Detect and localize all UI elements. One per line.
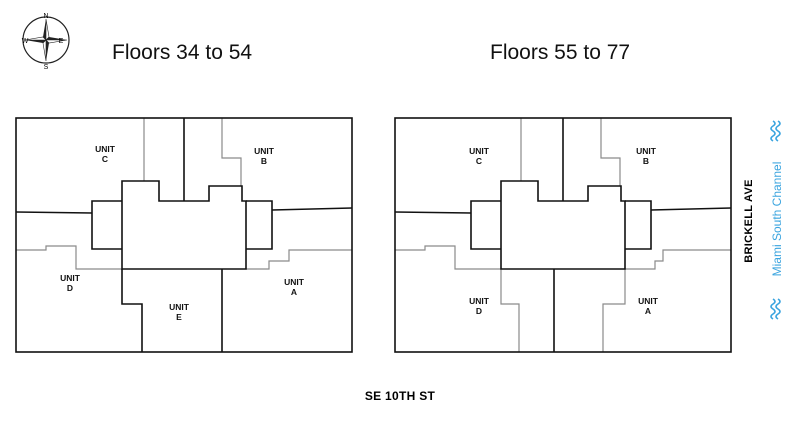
unit-a-label: UNIT A bbox=[638, 296, 659, 316]
water-wave-icon bbox=[770, 120, 781, 142]
svg-text:UNIT: UNIT bbox=[169, 302, 190, 312]
plan-title-floors-34-54: Floors 34 to 54 bbox=[112, 41, 253, 64]
svg-text:UNIT: UNIT bbox=[284, 277, 305, 287]
waterway-label: Miami South Channel bbox=[770, 161, 784, 277]
svg-text:UNIT: UNIT bbox=[60, 273, 81, 283]
unit-c-label: UNIT C bbox=[469, 146, 490, 166]
unit-a-label: UNIT A bbox=[284, 277, 305, 297]
svg-text:UNIT: UNIT bbox=[636, 146, 657, 156]
svg-text:UNIT: UNIT bbox=[469, 146, 490, 156]
unit-e-label: UNIT E bbox=[169, 302, 190, 322]
svg-text:UNIT: UNIT bbox=[95, 144, 116, 154]
svg-text:A: A bbox=[291, 287, 297, 297]
svg-text:UNIT: UNIT bbox=[254, 146, 275, 156]
svg-text:C: C bbox=[476, 156, 482, 166]
compass-west: W bbox=[22, 38, 29, 45]
street-label-brickell-ave: BRICKELL AVE bbox=[743, 179, 755, 263]
svg-text:UNIT: UNIT bbox=[638, 296, 659, 306]
svg-text:D: D bbox=[476, 306, 482, 316]
compass-rose-icon: N S E W bbox=[22, 13, 70, 70]
unit-c-label: UNIT C bbox=[95, 144, 116, 164]
water-wave-icon bbox=[770, 298, 781, 320]
unit-d-label: UNIT D bbox=[60, 273, 81, 293]
street-label-se-10th-st: SE 10TH ST bbox=[364, 389, 436, 403]
compass-south: S bbox=[44, 64, 49, 70]
svg-text:C: C bbox=[102, 154, 108, 164]
unit-d-label: UNIT D bbox=[469, 296, 490, 316]
unit-b-label: UNIT B bbox=[254, 146, 275, 166]
unit-b-label: UNIT B bbox=[636, 146, 657, 166]
floor-plan-55-77: UNIT C UNIT B UNIT D UNIT A bbox=[394, 117, 732, 353]
svg-text:B: B bbox=[643, 156, 649, 166]
plan-title-floors-55-77: Floors 55 to 77 bbox=[490, 41, 631, 64]
svg-text:B: B bbox=[261, 156, 267, 166]
compass-east: E bbox=[59, 38, 64, 45]
floor-plan-34-54: UNIT C UNIT B UNIT D UNIT A UNIT E bbox=[15, 117, 353, 353]
svg-text:UNIT: UNIT bbox=[469, 296, 490, 306]
compass-north: N bbox=[43, 13, 48, 20]
svg-text:E: E bbox=[176, 312, 182, 322]
svg-text:A: A bbox=[645, 306, 651, 316]
svg-text:D: D bbox=[67, 283, 73, 293]
